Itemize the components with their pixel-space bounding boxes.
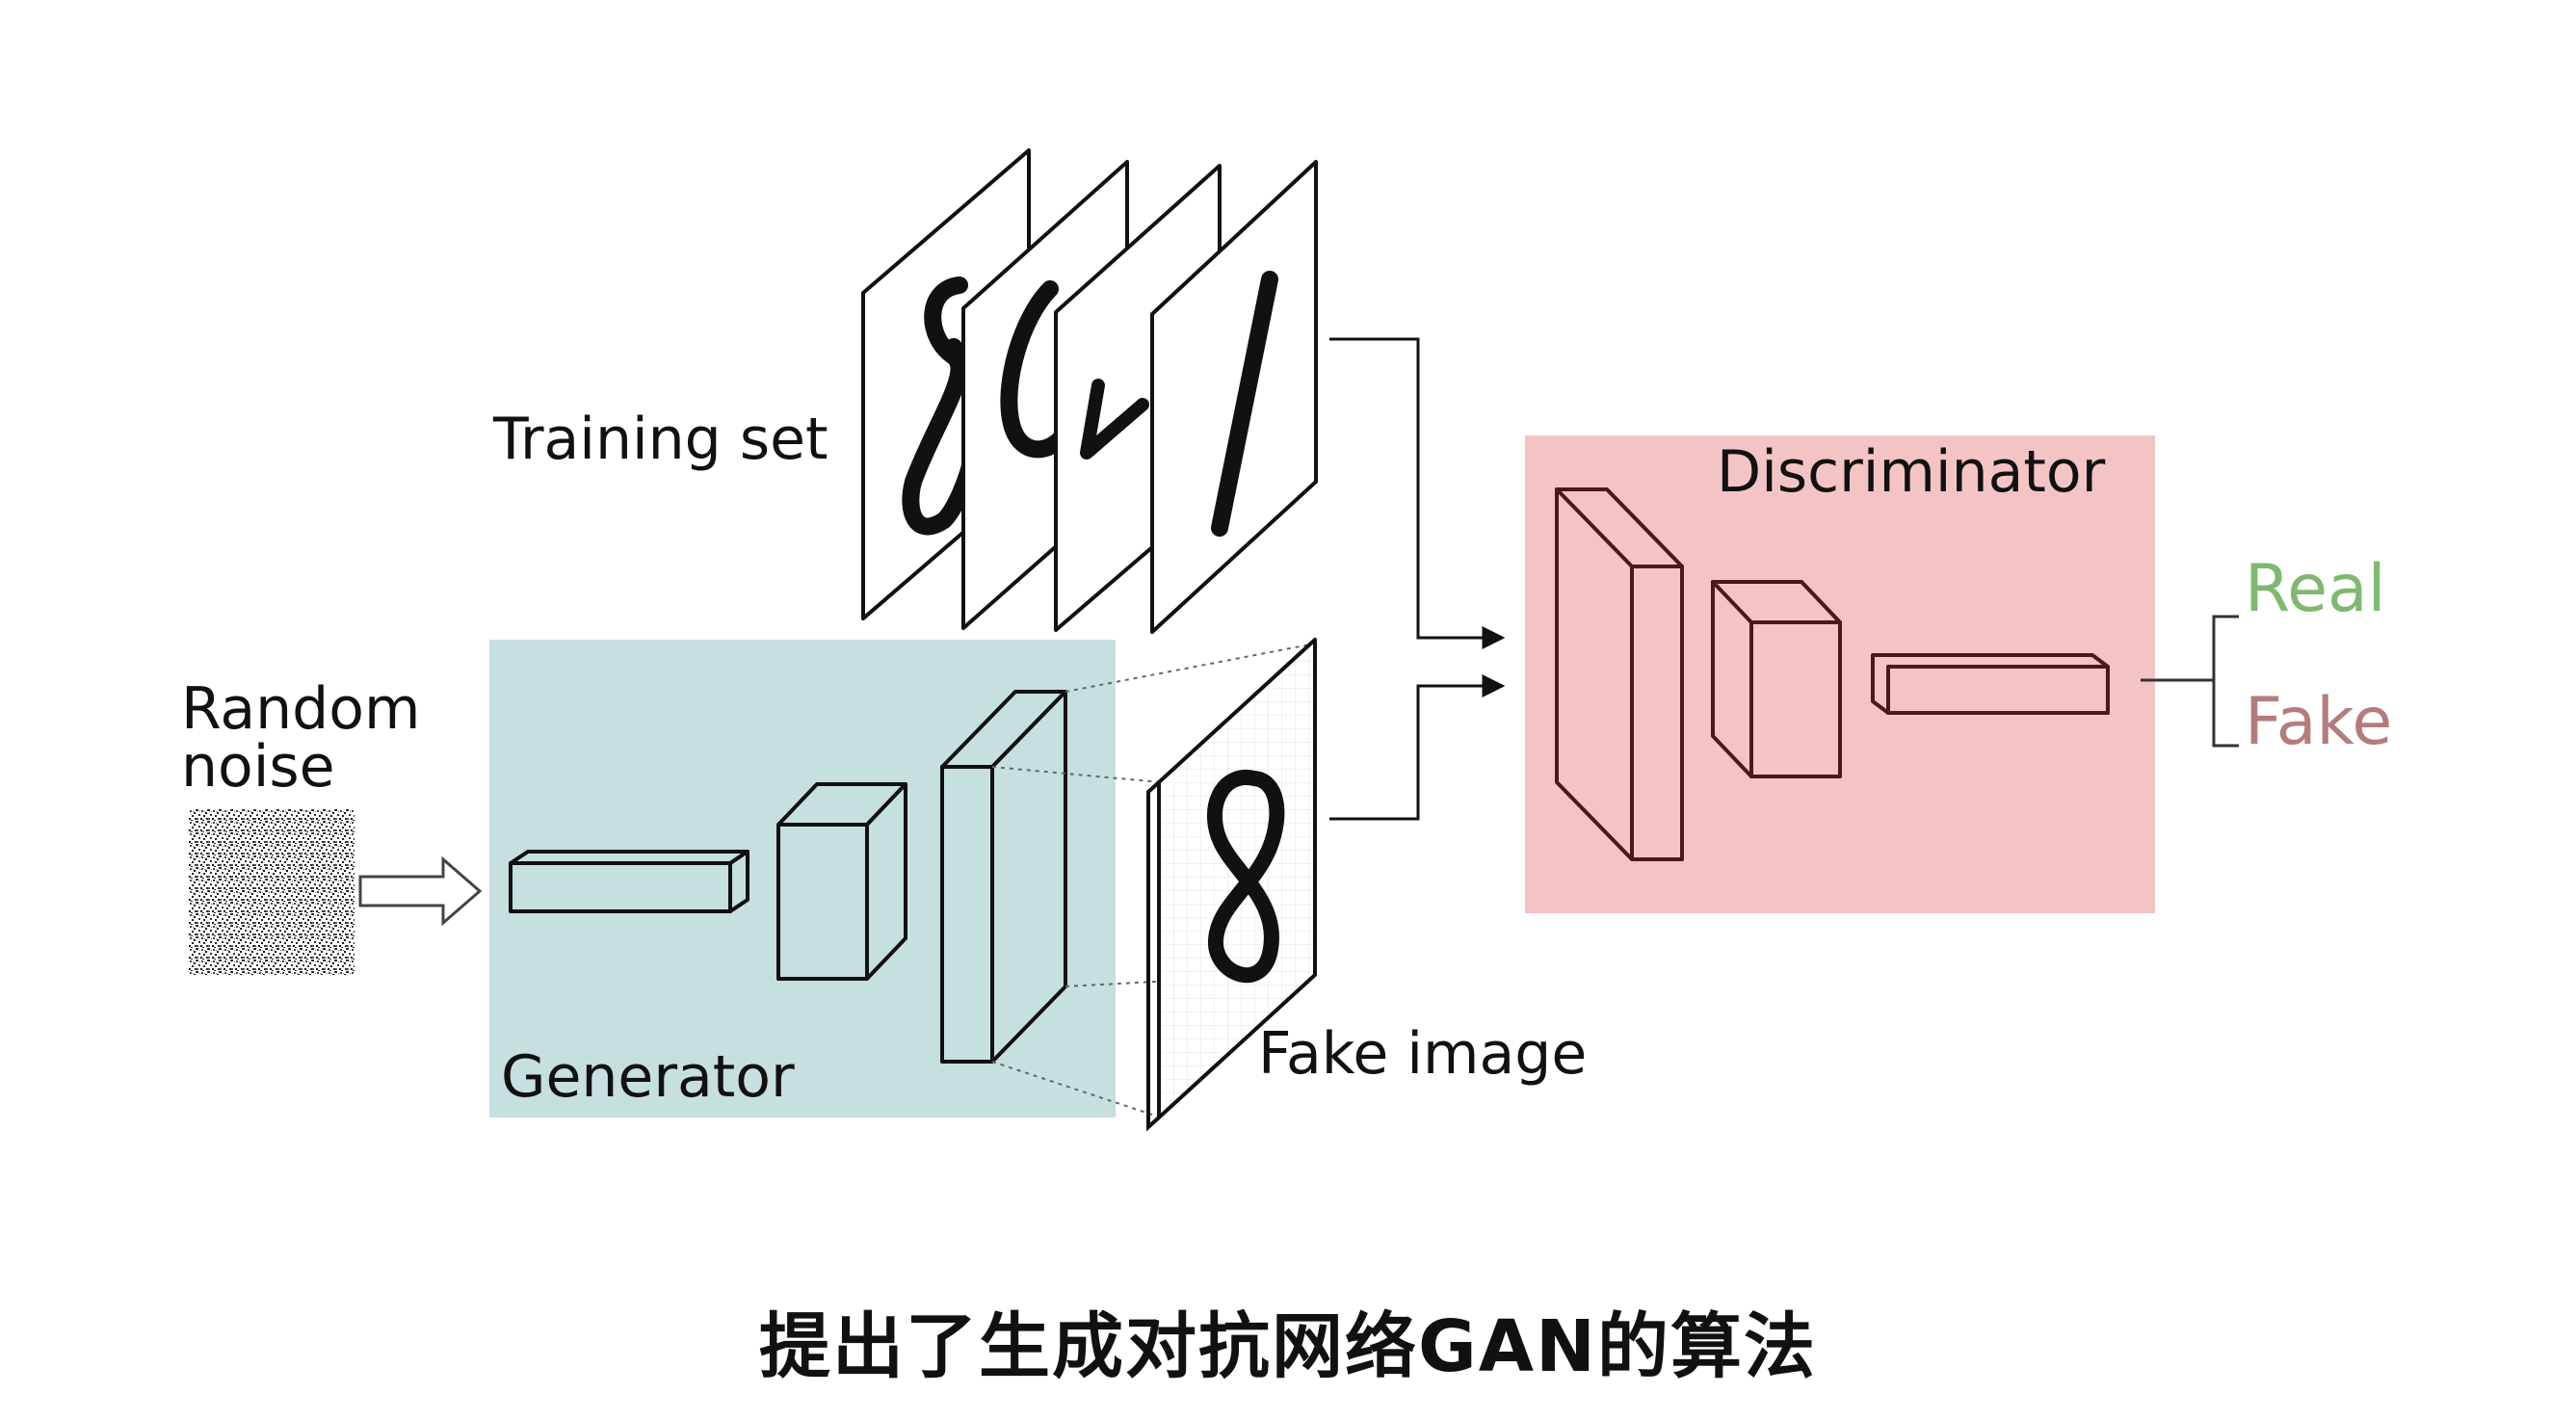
random-noise-image [189, 809, 355, 975]
output-bracket [2141, 615, 2239, 748]
real-output-label: Real [2245, 551, 2386, 627]
random-noise-label-line1: Random [181, 675, 421, 743]
connector-lines [1329, 337, 1506, 821]
random-noise-label: Random noise [181, 680, 470, 796]
discriminator-layers [1555, 487, 2110, 861]
fake-output-label: Fake [2245, 684, 2393, 760]
digit-eight-glyph [1206, 770, 1285, 984]
subtitle-caption: 提出了生成对抗网络GAN的算法 [759, 1305, 1817, 1388]
fake-image-card [1146, 638, 1317, 1132]
training-set-cards [861, 148, 1318, 634]
discriminator-label: Discriminator [1717, 438, 2106, 506]
generator-label: Generator [501, 1043, 795, 1111]
generator-layers [509, 690, 1067, 1064]
random-noise-label-line2: noise [181, 733, 335, 801]
noise-input-arrow [358, 855, 483, 927]
fake-image-label: Fake image [1258, 1020, 1588, 1088]
training-set-label: Training set [493, 406, 828, 473]
